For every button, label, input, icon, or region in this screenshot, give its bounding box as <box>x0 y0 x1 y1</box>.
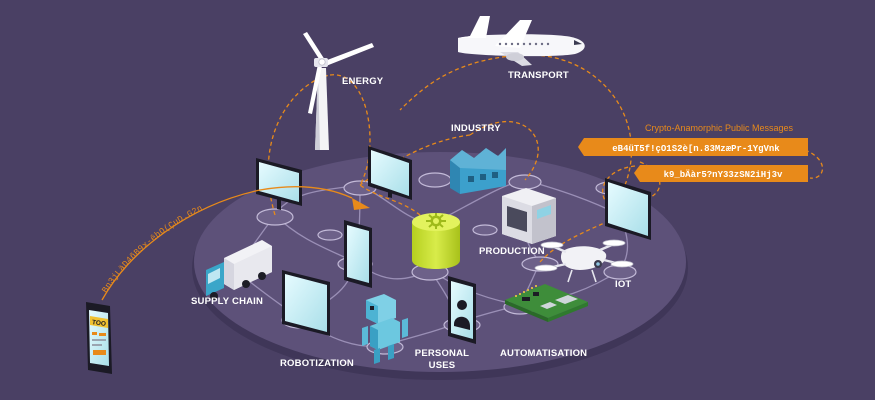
label-automatisation: AUTOMATISATION <box>500 348 587 359</box>
label-transport: TRANSPORT <box>508 70 569 81</box>
circuit-board-icon <box>505 284 588 322</box>
handheld-phone-icon: TOO <box>86 302 112 374</box>
factory-icon <box>450 148 506 194</box>
database-cylinder-icon <box>412 213 460 269</box>
crypto-message-box-1 <box>578 138 808 156</box>
production-machine-icon <box>502 188 556 244</box>
label-uses: USES <box>429 360 456 371</box>
airplane-icon <box>458 16 585 66</box>
smartphone-center-icon <box>344 220 372 288</box>
label-production: PRODUCTION <box>479 246 545 257</box>
crypto-message-box-2 <box>634 165 808 182</box>
wind-turbine-icon <box>303 32 374 150</box>
delivery-truck-icon <box>206 240 272 300</box>
monitor-right-icon <box>605 178 651 240</box>
phone-badge-label: TOO <box>92 319 107 328</box>
label-industry: INDUSTRY <box>451 123 501 134</box>
crypto-message-1: eB4üT5f!çO1S2è[n.83MzæPr-1YgVnk <box>612 144 780 154</box>
drone-icon <box>534 239 634 283</box>
label-robotization: ROBOTIZATION <box>280 358 354 369</box>
monitor-robotization-icon <box>282 270 330 336</box>
monitor-center-icon <box>368 146 412 200</box>
crypto-message-2: k9_bÄàr5?nY33zSN2iHj3v <box>664 169 783 180</box>
label-energy: ENERGY <box>342 76 384 87</box>
crypto-message-panel: Crypto-Anamorphic Public Messages eB4üT5… <box>578 123 808 182</box>
monitor-left-icon <box>256 158 302 210</box>
robot-icon <box>362 294 408 364</box>
smartphone-personal-icon <box>448 276 476 344</box>
crypto-caption: Crypto-Anamorphic Public Messages <box>645 123 794 133</box>
label-supply-chain: SUPPLY CHAIN <box>191 296 263 307</box>
label-personal: PERSONAL <box>415 348 469 359</box>
label-iot: IOT <box>615 279 631 290</box>
